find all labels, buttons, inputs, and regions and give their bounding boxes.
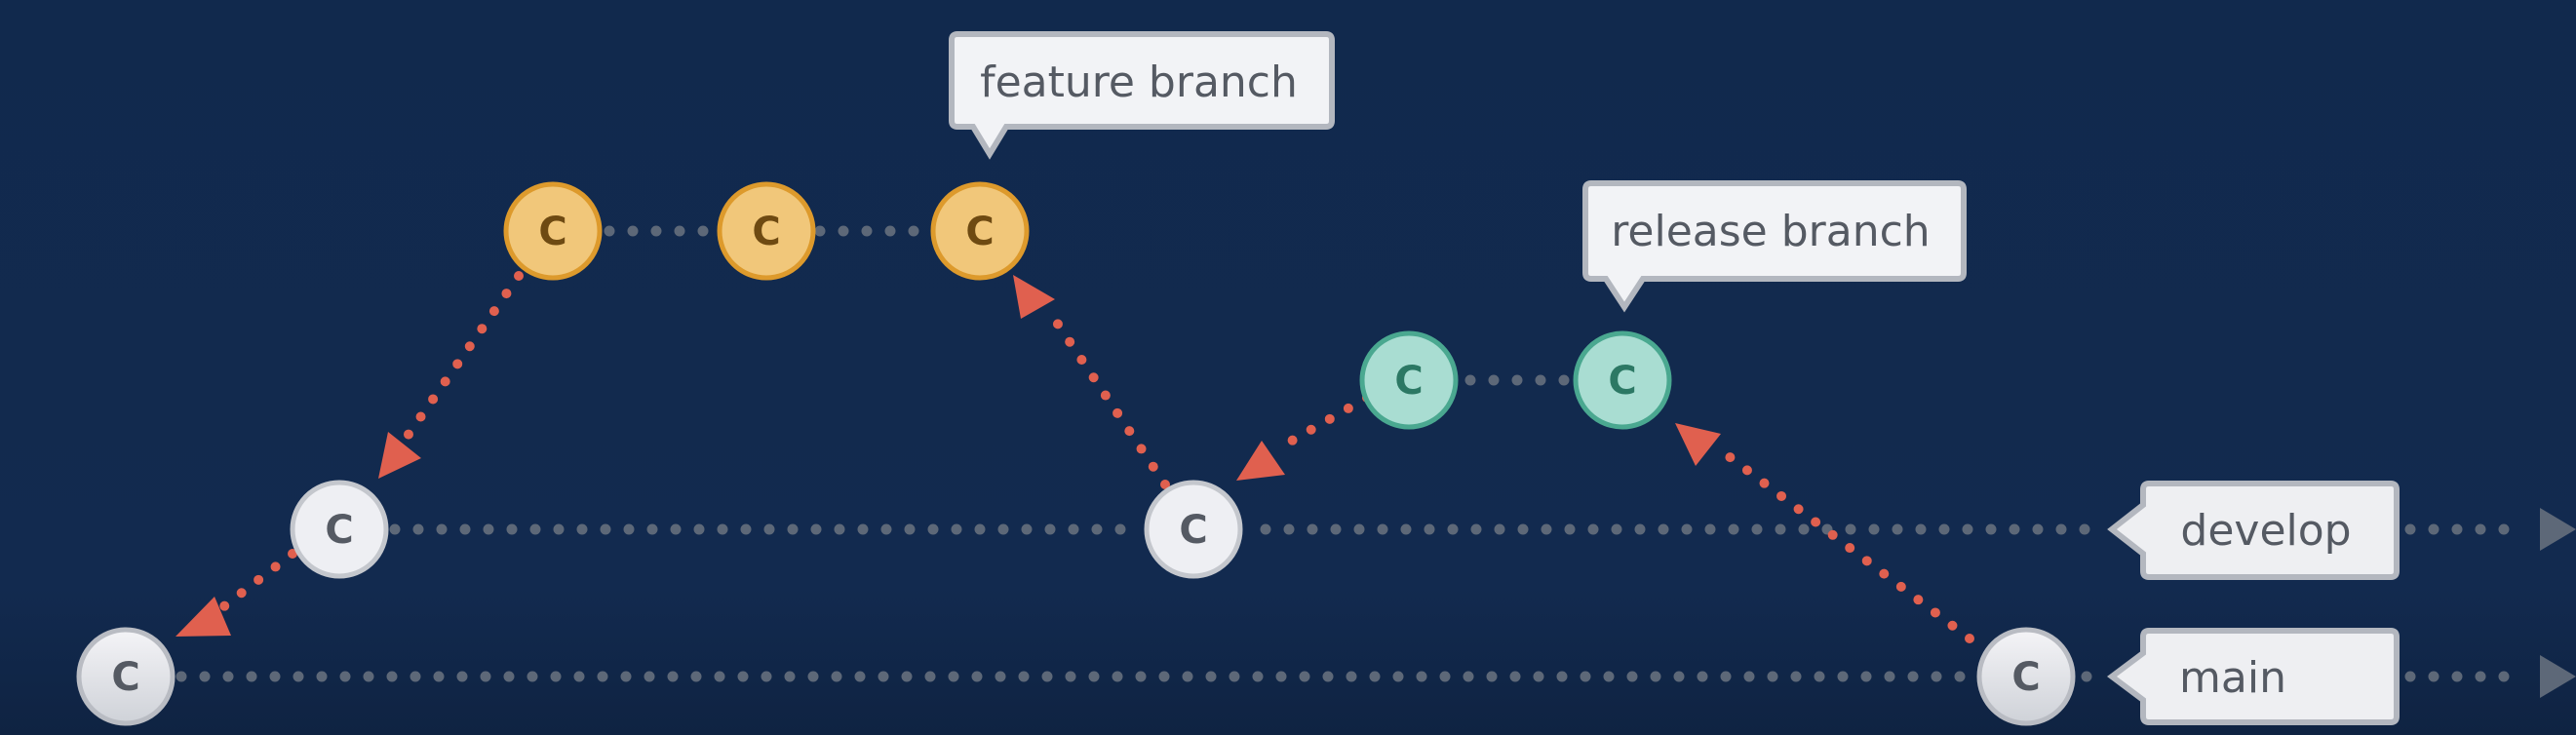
commit-label: C [325,508,353,553]
dotted-connectors [152,225,2521,682]
arrow-to-develop-icon [378,432,421,479]
main-label: main [2179,653,2286,703]
release-branch-label: release branch [1611,207,1930,256]
develop-callout: develop [2107,481,2400,580]
commit-label: C [111,655,139,700]
path-release-to-develop [1287,393,1372,445]
path-feature-to-develop [403,271,524,441]
path-arrowheads [176,275,1721,637]
path-develop-to-feature [1048,312,1170,489]
commit-label: C [1608,359,1636,404]
main-callout: main [2107,628,2400,725]
commit-label: C [752,210,780,254]
commit-label: C [1394,359,1423,404]
commit-release-1: C [1359,330,1459,430]
commit-feature-2: C [717,181,816,281]
feature-branch-callout: feature branch [949,31,1335,160]
arrow-to-release-icon [1675,423,1721,466]
develop-arrow-icon [2540,508,2576,551]
path-main-to-release [1716,445,1974,643]
commit-main-2: C [1976,627,2076,726]
commit-label: C [965,210,994,254]
commit-develop-1: C [290,480,389,579]
path-develop-to-main [212,549,297,617]
arrow-to-develop-2-icon [1236,441,1285,481]
commits: C C C C C C C C [76,181,2076,726]
commit-label: C [538,210,566,254]
commit-release-2: C [1573,330,1672,430]
main-arrow-icon [2540,655,2576,698]
branch-paths [212,271,1974,643]
arrow-to-feature-icon [1013,275,1055,319]
commit-develop-2: C [1144,480,1243,579]
commit-feature-1: C [503,181,603,281]
commit-main-1: C [76,627,176,726]
commit-label: C [1179,508,1207,553]
develop-label: develop [2180,506,2351,556]
release-branch-callout: release branch [1582,180,1967,313]
commit-feature-3: C [930,181,1030,281]
arrow-to-main-icon [176,597,231,637]
commit-label: C [2011,655,2040,700]
feature-branch-label: feature branch [980,58,1298,107]
